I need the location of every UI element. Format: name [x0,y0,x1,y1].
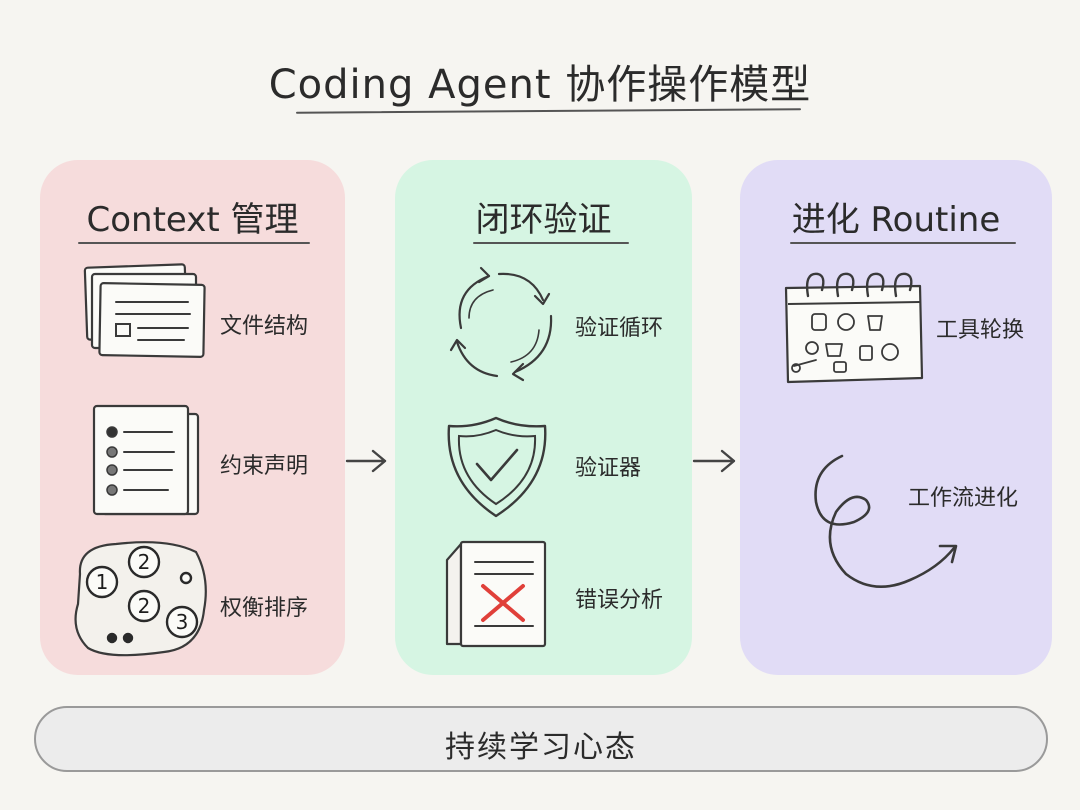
item-label: 文件结构 [220,314,309,339]
item-label: 验证循环 [575,316,664,341]
item-label: 验证器 [575,456,642,481]
panel-closed-loop-verification: 闭环验证 验证循环 验证器 [395,160,692,675]
error-document-icon [445,540,547,648]
item-label: 权衡排序 [220,596,309,621]
panel-evolve-routine: 进化 Routine [740,160,1052,675]
item-label: 错误分析 [575,588,664,613]
continuous-learning-label: 持续学习心态 [445,730,637,765]
svg-text:2: 2 [138,550,151,574]
cycle-arrows-icon [449,266,553,382]
numbered-circles-icon: 1 2 2 3 [74,541,207,657]
panel-title-context: Context 管理 [86,200,299,240]
panel-title-verify: 闭环验证 [475,200,612,240]
panel-title-underline [78,242,310,244]
arrow-right-icon [345,449,387,473]
diagram-title: Coding Agent 协作操作模型 [268,62,812,108]
item-label: 工作流进化 [908,486,1019,511]
file-stack-icon [83,263,206,358]
panel-title-underline [790,242,1016,244]
panel-title-underline [473,242,629,244]
spiral-arrow-icon [814,454,958,589]
shield-check-icon [447,416,547,518]
continuous-learning-bar: 持续学习心态 [34,706,1048,772]
calendar-tools-icon [784,272,924,384]
svg-text:1: 1 [96,570,109,594]
item-label: 约束声明 [220,454,309,479]
panel-title-evolve: 进化 Routine [791,200,1001,240]
svg-text:3: 3 [176,610,189,634]
item-label: 工具轮换 [936,318,1025,343]
arrow-right-icon [692,449,736,473]
svg-text:2: 2 [138,594,151,618]
panel-context-management: Context 管理 文件结构 [40,160,345,675]
checklist-document-icon [92,404,200,516]
